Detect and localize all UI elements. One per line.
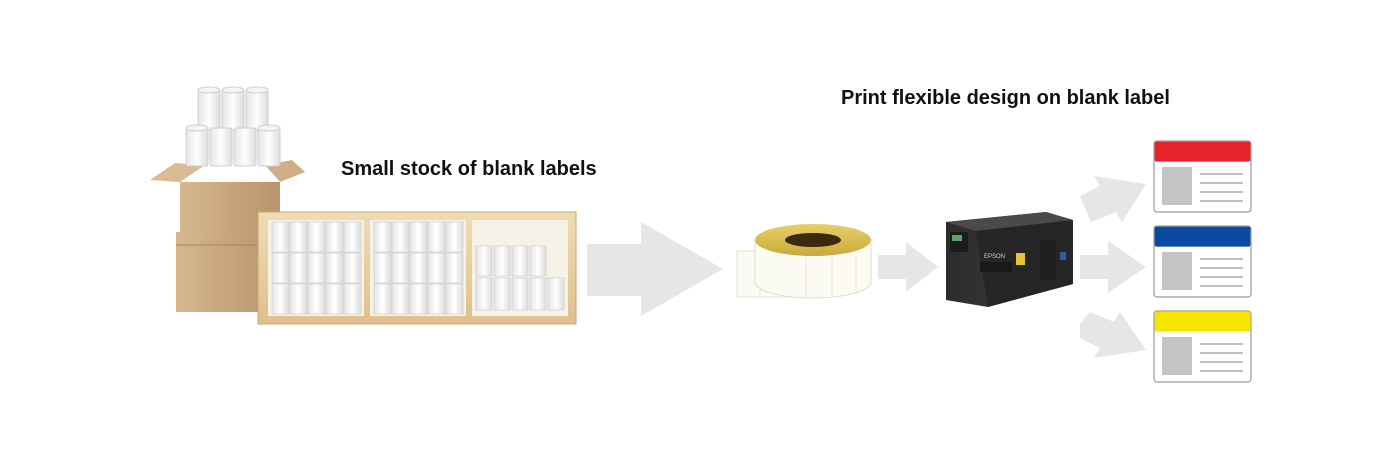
label-photo-placeholder (1162, 252, 1192, 290)
label-printer-icon: EPSON (946, 212, 1073, 307)
right-arrow-icon (1080, 312, 1146, 358)
printed-label-card-icon (1153, 140, 1252, 213)
label-color-stripe (1154, 226, 1251, 247)
printed-labels-group (1153, 140, 1252, 383)
blank-label-roll-icon (736, 224, 872, 299)
right-arrow-icon (1080, 176, 1146, 222)
label-photo-placeholder (1162, 167, 1192, 205)
print-caption: Print flexible design on blank label (841, 87, 1170, 109)
stock-caption: Small stock of blank labels (341, 158, 597, 180)
printed-label-card-icon (1153, 310, 1252, 383)
right-arrow-icon (878, 242, 938, 292)
printed-label-card-icon (1153, 225, 1252, 298)
printer-brand: EPSON (984, 254, 1005, 260)
right-arrow-icon (1080, 241, 1146, 293)
wooden-shelf-with-label-rolls-icon (257, 211, 577, 325)
right-arrow-icon (587, 222, 723, 316)
label-color-stripe (1154, 311, 1251, 332)
label-color-stripe (1154, 141, 1251, 162)
label-photo-placeholder (1162, 337, 1192, 375)
